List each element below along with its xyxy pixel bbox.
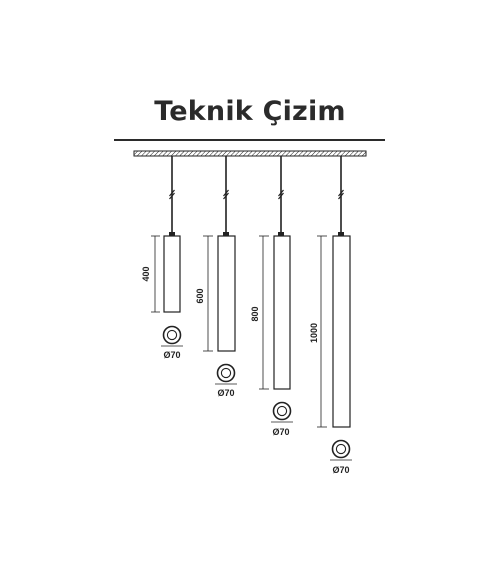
diameter-detail: Ø70 xyxy=(215,363,237,398)
height-label: 800 xyxy=(250,306,260,321)
diameter-label: Ø70 xyxy=(217,388,234,398)
diameter-label: Ø70 xyxy=(163,350,180,360)
fixture-cap xyxy=(338,232,344,236)
fixture-600: 600 Ø70 xyxy=(195,156,237,398)
cable-break-mark xyxy=(169,189,175,200)
diameter-detail: Ø70 xyxy=(330,439,352,475)
diameter-detail: Ø70 xyxy=(271,401,293,437)
cable-break-mark xyxy=(338,189,344,200)
ceiling-plate xyxy=(133,150,367,157)
height-label: 600 xyxy=(195,288,205,303)
diameter-label: Ø70 xyxy=(272,427,289,437)
height-dimension: 800 xyxy=(250,235,269,390)
fixture-800: 800 Ø70 xyxy=(250,156,293,437)
height-dimension: 400 xyxy=(141,235,160,313)
title-underline xyxy=(114,139,385,141)
height-dimension: 600 xyxy=(195,235,213,352)
fixture-cap xyxy=(169,232,175,236)
fixture-cap xyxy=(278,232,284,236)
fixture-body xyxy=(217,235,236,352)
diameter-detail: Ø70 xyxy=(161,325,183,360)
fixture-cap xyxy=(223,232,229,236)
fixture-1000: 1000 Ø70 xyxy=(309,156,352,475)
page-title: Teknik Çizim xyxy=(154,96,346,127)
fixture-body xyxy=(163,235,181,313)
height-label: 1000 xyxy=(309,323,319,343)
height-label: 400 xyxy=(141,266,151,281)
cable-break-mark xyxy=(223,189,229,200)
cable-break-mark xyxy=(278,189,284,200)
diameter-label: Ø70 xyxy=(332,465,349,475)
fixture-body xyxy=(273,235,291,390)
fixture-body xyxy=(332,235,351,428)
height-dimension: 1000 xyxy=(309,235,327,428)
fixture-400: 400 Ø70 xyxy=(141,156,183,360)
